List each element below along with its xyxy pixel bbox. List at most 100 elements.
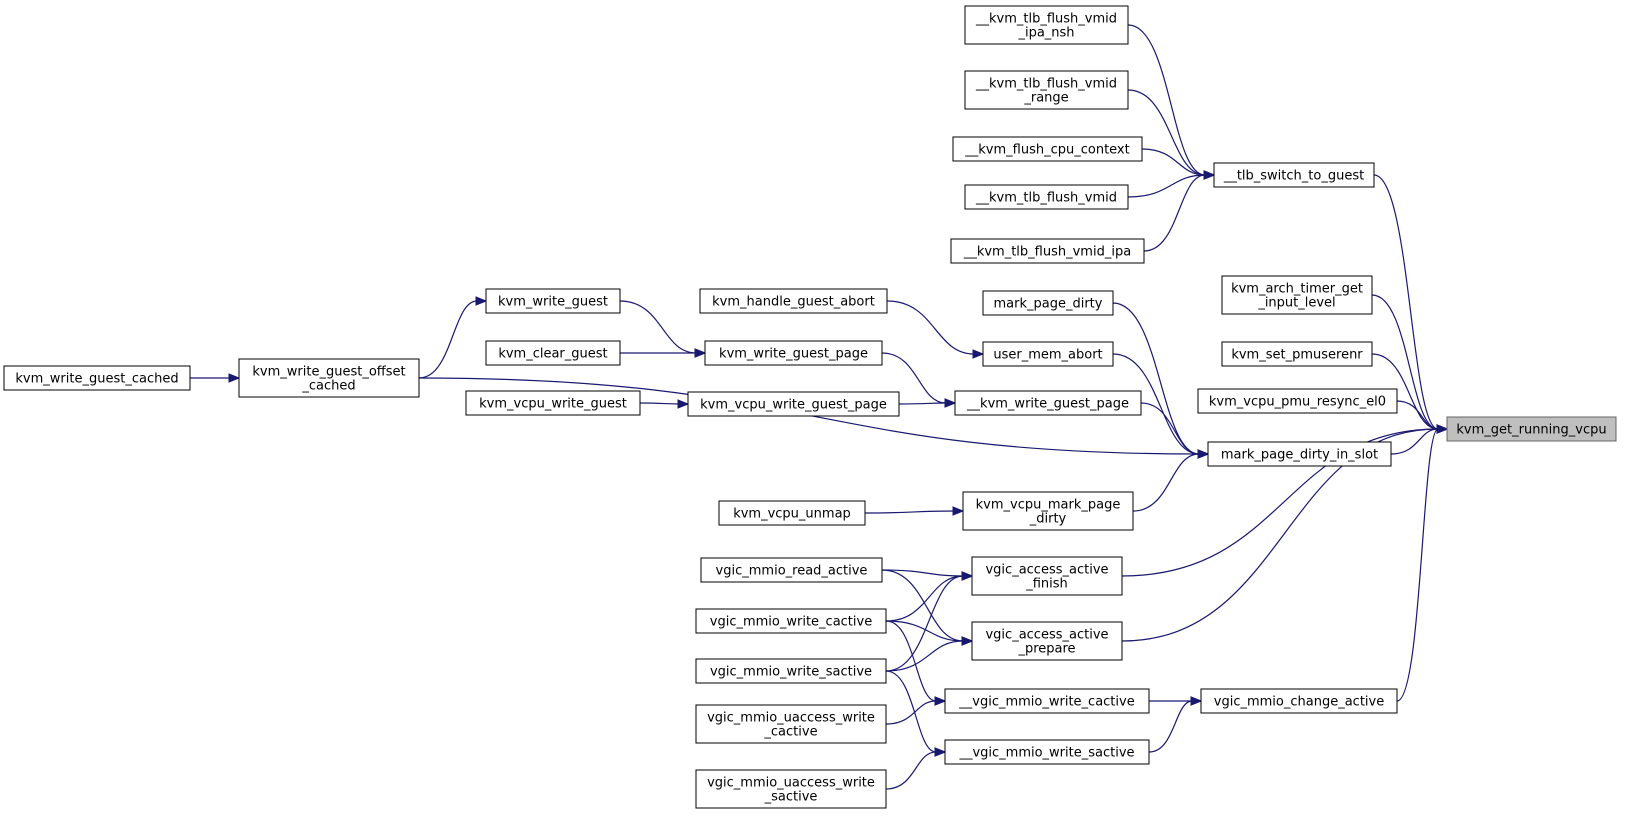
node-label: _input_level [1257, 296, 1335, 311]
node-vgic-mmio-write-sactive[interactable]: __vgic_mmio_write_sactive [944, 739, 1150, 765]
edge-kvm-write-guest-cached-to-kvm-write-guest-offset-cached [189, 373, 241, 383]
edge-line [864, 510, 955, 514]
edge-arrowhead [475, 296, 488, 306]
node-label: __kvm_tlb_flush_vmid [975, 12, 1117, 27]
node-label: _range [1023, 91, 1068, 106]
node-box [3, 365, 191, 391]
edge-kvm-vcpu-unmap-to-kvm-vcpu-mark-page-dirty [864, 506, 965, 516]
edge-line [1148, 700, 1193, 753]
node-vgic-mmio-uaccess-write-cactive[interactable]: vgic_mmio_uaccess_write_cactive [695, 704, 887, 744]
edge-kvm-vcpu-mark-page-dirty-to-mark-page-dirty-in-slot [1132, 449, 1210, 512]
edge-line [885, 575, 964, 672]
edge-arrowhead [1197, 449, 1210, 459]
node-kvm-write-guest-cached[interactable]: kvm_write_guest_cached [3, 365, 191, 391]
node-kvm-write-guest-page[interactable]: __kvm_write_guest_page [954, 390, 1142, 416]
edge-arrowhead [1190, 696, 1203, 706]
edge-line [1127, 89, 1206, 176]
edge-line [885, 670, 937, 753]
node-label: _finish [1025, 577, 1068, 592]
node-label: vgic_mmio_write_cactive [710, 615, 872, 630]
node-kvm-tlb-flush-vmid[interactable]: __kvm_tlb_flush_vmid [964, 184, 1129, 210]
edge-vgic-mmio-change-active-to-kvm-get-running-vcpu [1396, 424, 1449, 702]
edge-line [1132, 453, 1200, 512]
edge-kvm-tlb-flush-vmid-ipa-to-tlb-switch-to-guest [1143, 170, 1216, 252]
node-label: kvm_vcpu_mark_page [976, 498, 1121, 513]
node-label: __kvm_write_guest_page [966, 397, 1129, 412]
node-kvm-vcpu-pmu-resync-el0[interactable]: kvm_vcpu_pmu_resync_el0 [1197, 388, 1398, 414]
node-kvm-handle-guest-abort[interactable]: kvm_handle_guest_abort [699, 288, 888, 314]
node-label: __vgic_mmio_write_sactive [958, 746, 1134, 761]
node-kvm-get-running-vcpu[interactable]: kvm_get_running_vcpu [1446, 416, 1617, 442]
node-box [465, 390, 641, 416]
edge-line [881, 569, 964, 577]
node-mark-page-dirty-in-slot[interactable]: mark_page_dirty_in_slot [1207, 441, 1392, 467]
node-label: kvm_get_running_vcpu [1456, 423, 1606, 438]
edge-arrowhead [228, 373, 241, 383]
node-box [954, 390, 1142, 416]
edge-arrowhead [972, 349, 985, 359]
edge-arrowhead [1436, 424, 1449, 434]
node-kvm-tlb-flush-vmid-range[interactable]: __kvm_tlb_flush_vmid_range [964, 70, 1129, 110]
node-kvm-vcpu-write-guest[interactable]: kvm_vcpu_write_guest [465, 390, 641, 416]
node-vgic-mmio-change-active[interactable]: vgic_mmio_change_active [1200, 688, 1398, 714]
edge-kvm-tlb-flush-vmid-to-tlb-switch-to-guest [1127, 170, 1216, 198]
node-vgic-mmio-write-cactive[interactable]: vgic_mmio_write_cactive [695, 608, 887, 634]
node-label: __kvm_tlb_flush_vmid [975, 191, 1117, 206]
node-box [964, 184, 1129, 210]
node-kvm-tlb-flush-vmid-ipa[interactable]: __kvm_tlb_flush_vmid_ipa [950, 238, 1145, 264]
node-user-mem-abort[interactable]: user_mem_abort [982, 341, 1114, 367]
edge-line [1390, 428, 1439, 455]
node-label: user_mem_abort [993, 348, 1102, 363]
node-kvm-tlb-flush-vmid-ipa-nsh[interactable]: __kvm_tlb_flush_vmid_ipa_nsh [964, 5, 1129, 45]
edge-line [881, 352, 947, 404]
edge-line [886, 300, 975, 355]
node-label: __kvm_tlb_flush_vmid_ipa [963, 245, 1131, 260]
node-mark-page-dirty[interactable]: mark_page_dirty [982, 290, 1114, 316]
edge-kvm-handle-guest-abort-to-user-mem-abort [886, 300, 985, 359]
node-label: mark_page_dirty [994, 297, 1103, 312]
edge-line [619, 300, 697, 354]
edge-arrowhead [1203, 170, 1216, 180]
edge-kvm-write-guest-offset-cached-to-mark-page-dirty-in-slot [418, 377, 1210, 459]
node-kvm-set-pmuserenr[interactable]: kvm_set_pmuserenr [1221, 341, 1373, 367]
edge-line [1396, 400, 1439, 430]
edge-line [885, 575, 964, 622]
node-box [687, 391, 900, 417]
edge-line [885, 620, 937, 702]
edge-vgic-mmio-read-active-to-vgic-access-active-prepare [881, 569, 974, 646]
node-kvm-arch-timer-get-input-level[interactable]: kvm_arch_timer_get_input_level [1221, 275, 1373, 315]
node-vgic-access-active-prepare[interactable]: vgic_access_active_prepare [971, 621, 1123, 661]
edge-line [1371, 294, 1439, 430]
node-box [971, 621, 1123, 661]
node-label: _ipa_nsh [1017, 26, 1074, 41]
node-kvm-write-guest[interactable]: kvm_write_guest [485, 288, 621, 314]
node-tlb-switch-to-guest[interactable]: __tlb_switch_to_guest [1213, 162, 1375, 188]
node-kvm-write-guest-offset-cached[interactable]: kvm_write_guest_offset_cached [238, 358, 420, 398]
node-label: _prepare [1017, 642, 1075, 657]
node-box [695, 658, 887, 684]
node-vgic-mmio-uaccess-write-sactive[interactable]: vgic_mmio_uaccess_write_sactive [695, 769, 887, 809]
node-vgic-mmio-write-sactive[interactable]: vgic_mmio_write_sactive [695, 658, 887, 684]
edge-line [1112, 353, 1200, 455]
node-kvm-vcpu-write-guest-page[interactable]: kvm_vcpu_write_guest_page [687, 391, 900, 417]
node-label: __kvm_flush_cpu_context [964, 143, 1129, 158]
node-kvm-vcpu-mark-page-dirty[interactable]: kvm_vcpu_mark_page_dirty [962, 491, 1134, 531]
edge-vgic-mmio-write-sactive-to-vgic-access-active-prepare [885, 636, 974, 672]
node-vgic-mmio-read-active[interactable]: vgic_mmio_read_active [700, 557, 883, 583]
node-kvm-vcpu-unmap[interactable]: kvm_vcpu_unmap [718, 500, 866, 526]
node-box [1221, 275, 1373, 315]
edge-line [881, 569, 964, 642]
node-label: kvm_clear_guest [498, 347, 607, 362]
node-kvm-clear-guest[interactable]: kvm_clear_guest [485, 340, 621, 366]
node-kvm-flush-cpu-context[interactable]: __kvm_flush_cpu_context [952, 136, 1143, 162]
edge-line [898, 402, 947, 405]
node-vgic-mmio-write-cactive[interactable]: __vgic_mmio_write_cactive [944, 688, 1150, 714]
node-box [950, 238, 1145, 264]
node-label: vgic_mmio_write_sactive [710, 665, 872, 680]
node-vgic-access-active-finish[interactable]: vgic_access_active_finish [971, 556, 1123, 596]
node-box [964, 5, 1129, 45]
node-box [982, 290, 1114, 316]
node-kvm-write-guest-page[interactable]: kvm_write_guest_page [704, 340, 883, 366]
node-box [704, 340, 883, 366]
node-box [238, 358, 420, 398]
